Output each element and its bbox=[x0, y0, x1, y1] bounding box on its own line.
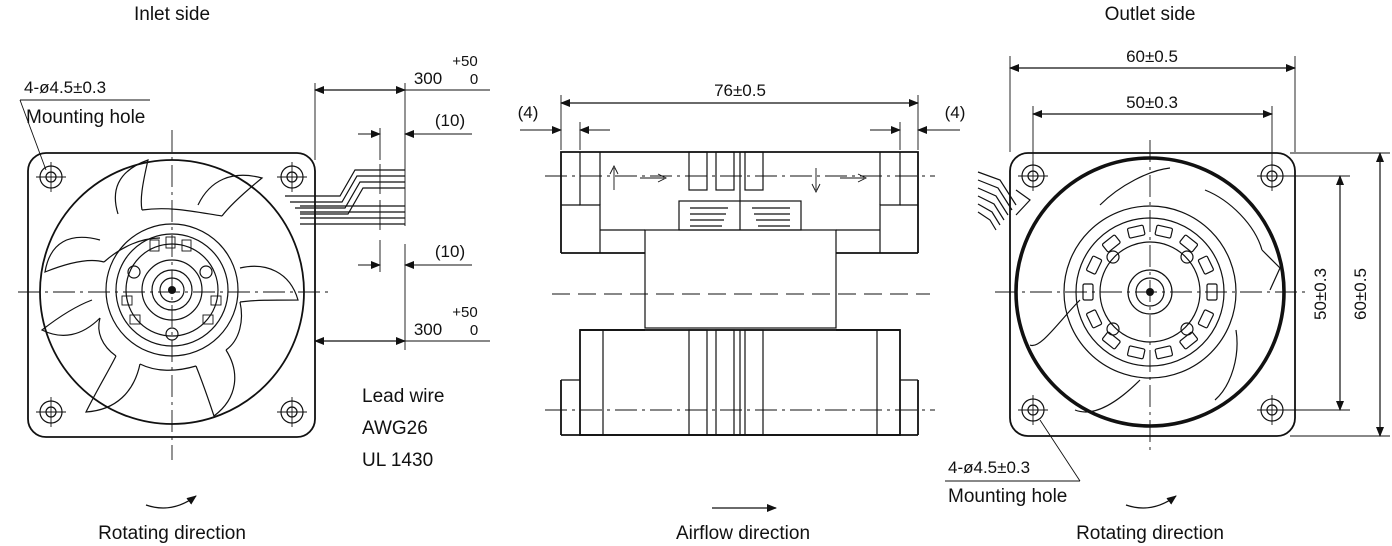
outlet-title: Outlet side bbox=[1105, 4, 1196, 25]
hub-slot bbox=[1179, 331, 1199, 350]
outlet-blades bbox=[1029, 167, 1281, 413]
hub-slot bbox=[1086, 309, 1103, 329]
lead-wire-label-2: AWG26 bbox=[362, 418, 428, 439]
hub-slot bbox=[1197, 255, 1214, 275]
inlet-hub bbox=[105, 223, 239, 357]
inlet-frame bbox=[27, 152, 316, 438]
hub-slot bbox=[1126, 224, 1146, 239]
inlet-lead-wires bbox=[285, 164, 405, 230]
hub-slot bbox=[1126, 345, 1146, 360]
outlet-view: Outlet side 60±0.5 50±0.3 60±0.5 50±0.3 bbox=[945, 4, 1390, 544]
hub-slot bbox=[1086, 255, 1103, 275]
lead-wire-label-1: Lead wire bbox=[362, 386, 444, 407]
inlet-lead-top-nominal: 300 bbox=[414, 69, 442, 88]
inlet-hole-leader bbox=[19, 99, 47, 171]
hub-slot bbox=[1082, 283, 1094, 301]
outlet-mounting-holes bbox=[1018, 161, 1287, 425]
outlet-hole-dim: 4-ø4.5±0.3 bbox=[948, 458, 1030, 477]
inlet-hole-dim: 4-ø4.5±0.3 bbox=[24, 78, 106, 97]
hub-slot bbox=[1154, 345, 1174, 360]
inlet-rotation-label: Rotating direction bbox=[98, 523, 246, 544]
side-motor-block bbox=[644, 229, 837, 329]
inlet-strip-top: (10) bbox=[435, 111, 465, 130]
lead-wire-label-3: UL 1430 bbox=[362, 450, 433, 471]
hub-slot bbox=[1154, 224, 1174, 239]
inlet-rotation-arrow-icon bbox=[145, 495, 197, 509]
inlet-mounting-holes bbox=[36, 162, 307, 427]
outlet-width-outer: 60±0.5 bbox=[1126, 47, 1178, 66]
outlet-hole-leader bbox=[1039, 419, 1081, 482]
inlet-lead-bottom-lower: 0 bbox=[470, 322, 478, 339]
hub-slot bbox=[1101, 234, 1121, 253]
hub-slot bbox=[1179, 234, 1199, 253]
side-view: 76±0.5 (4) (4) bbox=[518, 81, 966, 544]
inlet-lead-top-lower: 0 bbox=[470, 71, 478, 88]
outlet-hub bbox=[1063, 205, 1237, 379]
hub-slot bbox=[1101, 331, 1121, 350]
side-right-offset: (4) bbox=[945, 103, 966, 122]
airflow-label: Airflow direction bbox=[676, 523, 810, 544]
inlet-lead-bottom-upper: +50 bbox=[452, 304, 477, 321]
hub-slot bbox=[1197, 309, 1214, 329]
inlet-hole-label: Mounting hole bbox=[26, 107, 145, 128]
inlet-lead-top-upper: +50 bbox=[452, 53, 477, 70]
inlet-venturi bbox=[39, 159, 305, 425]
outlet-frame bbox=[1009, 152, 1296, 437]
inlet-impeller-blades bbox=[40, 159, 299, 417]
inlet-title: Inlet side bbox=[134, 4, 210, 25]
outlet-height-pitch: 50±0.3 bbox=[1311, 268, 1330, 320]
side-left-offset: (4) bbox=[518, 103, 539, 122]
side-body-lower bbox=[560, 329, 919, 436]
side-depth-dim: 76±0.5 bbox=[714, 81, 766, 100]
outlet-hole-label: Mounting hole bbox=[948, 486, 1067, 507]
hub-slot bbox=[1206, 283, 1218, 301]
outlet-rotation-label: Rotating direction bbox=[1076, 523, 1224, 544]
side-body-upper bbox=[560, 151, 919, 254]
outlet-venturi bbox=[1014, 156, 1286, 428]
inlet-view: Inlet side bbox=[18, 4, 490, 544]
inlet-lead-bottom-nominal: 300 bbox=[414, 320, 442, 339]
outlet-lead-wires bbox=[977, 171, 1031, 231]
outlet-height-outer: 60±0.5 bbox=[1351, 268, 1370, 320]
inlet-strip-bottom: (10) bbox=[435, 242, 465, 261]
outlet-width-pitch: 50±0.3 bbox=[1126, 93, 1178, 112]
outlet-rotation-arrow-icon bbox=[1125, 495, 1177, 509]
inlet-lead-dimensions bbox=[314, 83, 490, 350]
